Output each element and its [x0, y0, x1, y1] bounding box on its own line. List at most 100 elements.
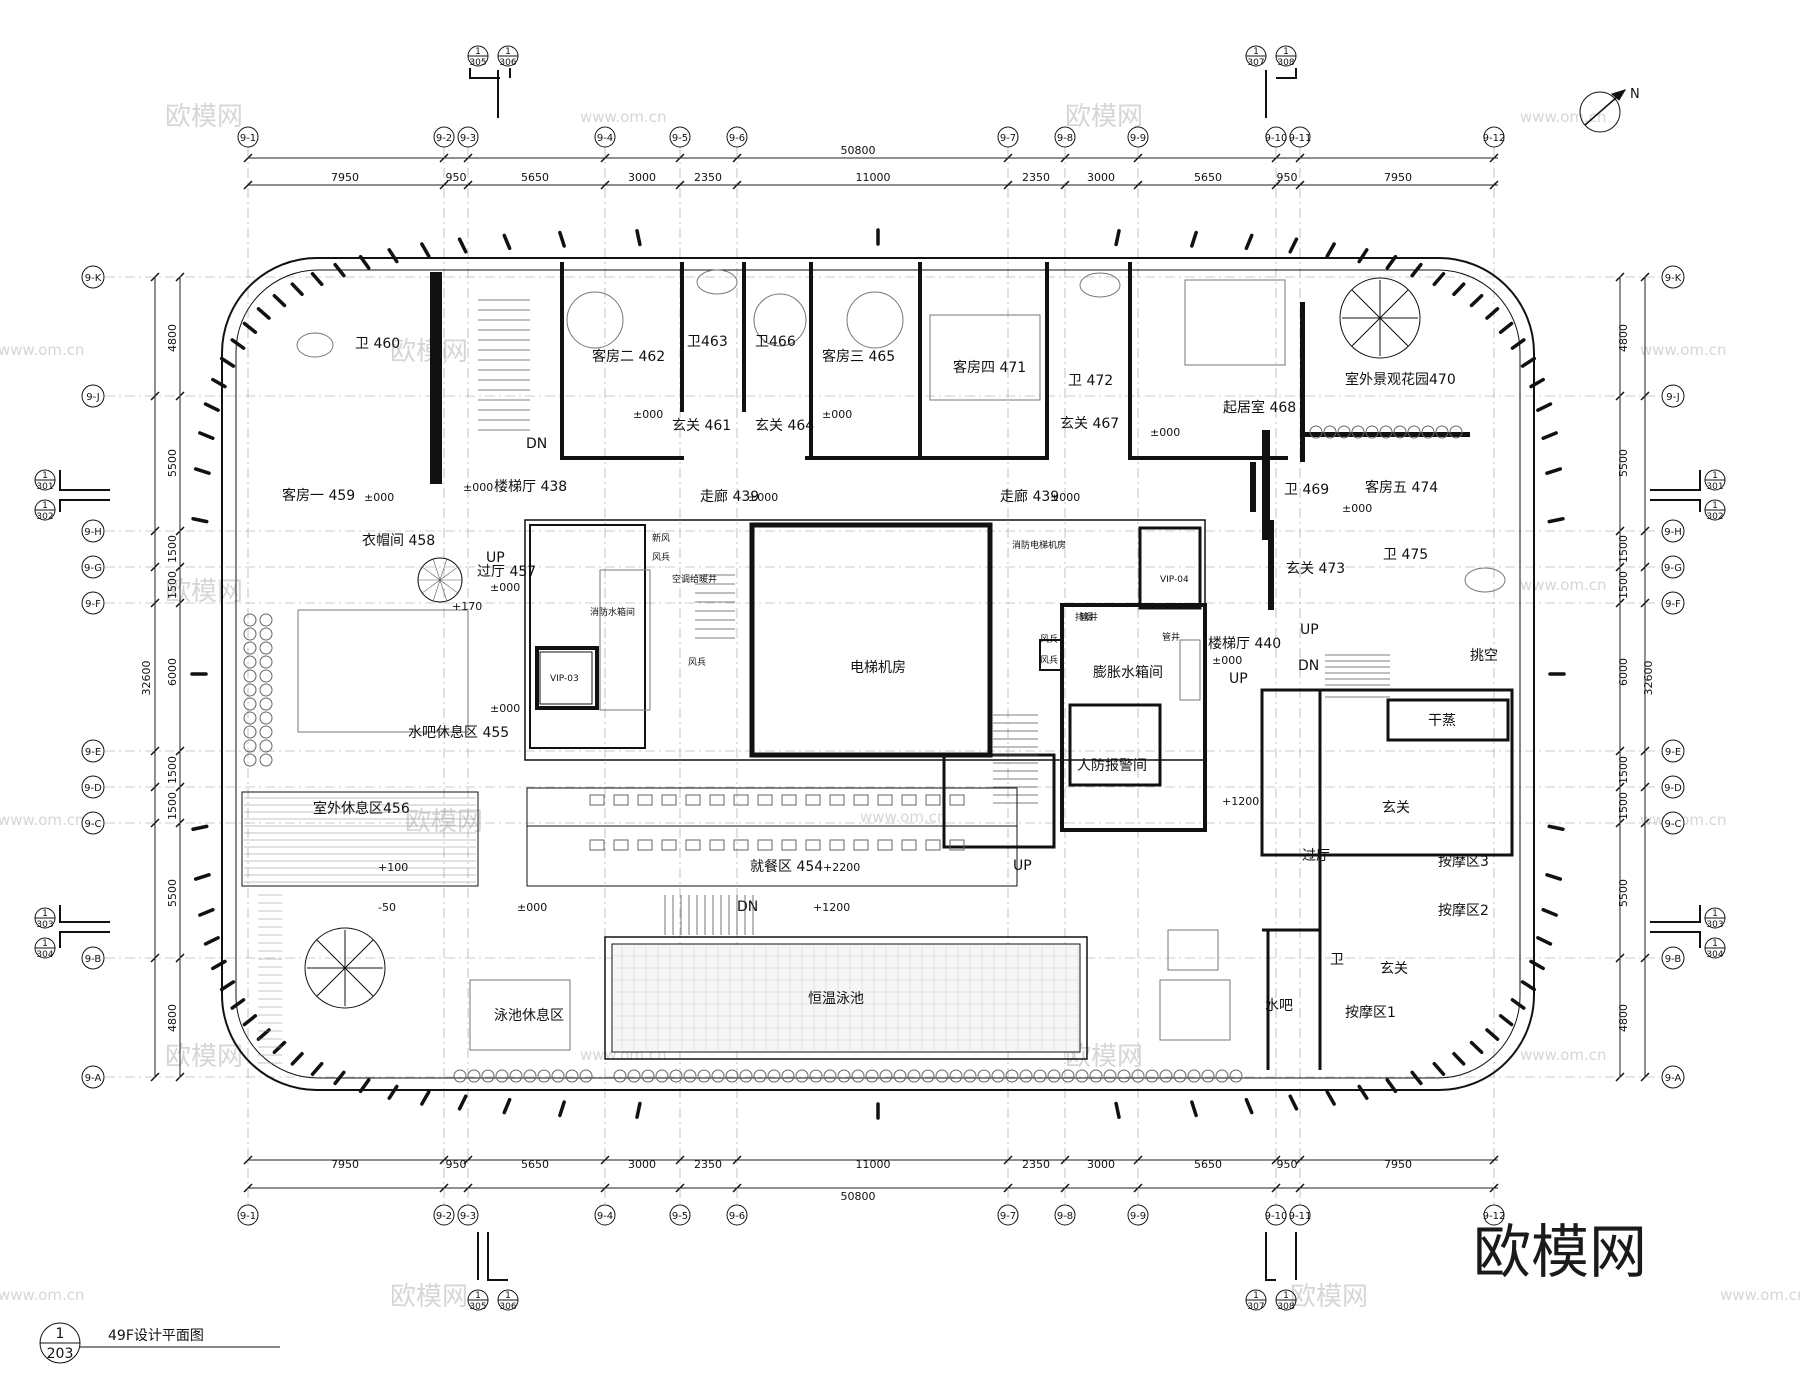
facade-fin: [1536, 402, 1553, 412]
section-sheet: 305: [469, 1302, 486, 1312]
room-label-small: VIP-03: [550, 674, 579, 684]
room-label: 卫 460: [355, 336, 400, 352]
grid-bubble: [1661, 265, 1685, 289]
room-label: 走廊 439: [700, 488, 759, 505]
grid-bubble: [81, 519, 105, 543]
chair: [853, 794, 869, 806]
room-label: 过厅: [1302, 848, 1330, 864]
section-num: 1: [42, 501, 48, 511]
grid-bubble: [81, 555, 105, 579]
section-sheet: 305: [469, 58, 486, 68]
planter: [683, 1069, 697, 1083]
facade-fin: [1541, 431, 1558, 441]
section-sheet: 301: [36, 482, 53, 492]
planter: [1407, 425, 1421, 439]
grid-bubble: [1127, 1204, 1149, 1226]
stair-tread: [422, 566, 441, 581]
room-label: 玄关 473: [1286, 560, 1345, 577]
planter: [1145, 1069, 1159, 1083]
dining-area: [526, 787, 1018, 887]
room-label: 水吧: [1265, 998, 1293, 1014]
planter: [1393, 425, 1407, 439]
planter: [243, 669, 257, 683]
room-label-small: 风兵: [1040, 633, 1058, 645]
chair: [613, 794, 629, 806]
section-num: 1: [1283, 1291, 1289, 1301]
row-dim: 1500: [166, 756, 179, 784]
facade-fin: [242, 1014, 258, 1027]
facade-fins: [190, 228, 1566, 1120]
level-tag: ±000: [1150, 426, 1180, 439]
span-dim: 950: [446, 1158, 467, 1171]
dimension-lines: [154, 157, 1646, 1189]
row-dim: 1500: [166, 792, 179, 820]
grid-bubble: [1661, 739, 1685, 763]
grid-bubble: [81, 265, 105, 289]
section-num: 1: [505, 1291, 511, 1301]
grid-row-label: 9-H: [1664, 527, 1682, 538]
span-dim: 5650: [521, 171, 549, 184]
dim-tick: [732, 180, 742, 190]
planter: [739, 1069, 753, 1083]
dim-tick: [1271, 1155, 1281, 1165]
chair: [781, 839, 797, 851]
grid-bubble: [1483, 126, 1505, 148]
planter: [259, 725, 273, 739]
grid-row-labels: 9-K 9-J 9-H 9-G 9-F 9-E 9-D 9-C 9-B 9-A …: [84, 273, 1682, 1084]
planter: [1201, 1069, 1215, 1083]
grid-col-label: 9-9: [1130, 1211, 1146, 1222]
grid-bubble: [997, 126, 1019, 148]
grid-col-label: 9-1: [240, 133, 256, 144]
planter: [1047, 1069, 1061, 1083]
grid-bubble: [1661, 1065, 1685, 1089]
planter: [935, 1069, 949, 1083]
room-label: 玄关 464: [755, 417, 814, 434]
grid-row-label: 9-K: [1665, 273, 1682, 284]
pool-tile-grid: [614, 946, 1079, 1050]
watermark: www.om.cn: [1520, 1046, 1607, 1064]
grid-bubble: [81, 591, 105, 615]
section-mark-bottom-right: [1245, 1232, 1297, 1311]
section-sheet: 306: [499, 1302, 516, 1312]
grid-bubble: [237, 126, 259, 148]
planter: [921, 1069, 935, 1083]
chair: [709, 794, 725, 806]
facade-fin: [219, 980, 236, 992]
facade-fin: [457, 1094, 468, 1111]
level-tag: ±000: [490, 702, 520, 715]
section-marks-right: [1650, 470, 1701, 948]
walls: [430, 262, 1470, 610]
drawing-sheet-number: 203: [47, 1346, 74, 1362]
planter: [1351, 425, 1365, 439]
facade-fin: [1325, 242, 1336, 258]
facade-fin: [1114, 1101, 1121, 1119]
grid-col-label: 9-10: [1265, 133, 1288, 144]
facade-fin: [333, 262, 346, 278]
room-label: 挑空: [1470, 648, 1498, 664]
facade-fin: [198, 431, 215, 441]
grid-bubble: [1661, 811, 1685, 835]
grid-column-labels: 9-1 9-2 9-3 9-4 9-5 9-6 9-7 9-8 9-9 9-10…: [240, 133, 1506, 1222]
section-mark-top-right: [1245, 45, 1297, 118]
facade-fin: [387, 248, 399, 264]
span-dim: 5650: [1194, 1158, 1222, 1171]
room-label: 室外休息区456: [313, 800, 410, 817]
planter: [655, 1069, 669, 1083]
grid-col-label: 9-8: [1057, 133, 1073, 144]
watermark: www.om.cn: [1640, 341, 1727, 359]
level-tag: ±000: [490, 581, 520, 594]
section-bubble-labels: 1 301 1 302 1 303 1 304 1 301 1 302 1 30…: [36, 471, 1723, 960]
pool: [604, 936, 1088, 1060]
planter: [669, 1069, 683, 1083]
facade-fin: [1529, 959, 1545, 971]
section-num: 1: [42, 909, 48, 919]
facade-fin: [1541, 907, 1558, 917]
row-dim: 4800: [166, 324, 179, 352]
grid-bubble: [457, 1204, 479, 1226]
dim-tick: [1060, 1155, 1070, 1165]
deck-boards: [244, 797, 476, 1064]
grid-row-label: 9-E: [1665, 747, 1681, 758]
grid-row-label: 9-D: [84, 783, 102, 794]
row-dim: 5500: [166, 449, 179, 477]
section-sheet: 304: [36, 950, 53, 960]
